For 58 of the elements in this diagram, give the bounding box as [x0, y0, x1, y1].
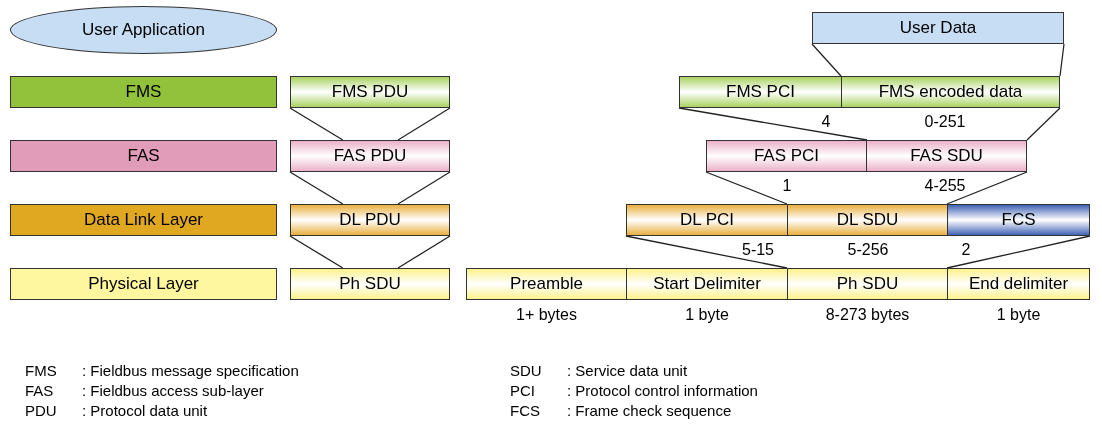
abbreviation-definition: : Frame check sequence — [567, 402, 732, 419]
expansion-line — [1059, 43, 1065, 77]
data-field-box: FCS — [947, 204, 1090, 236]
byte-size-label: 0-251 — [923, 113, 967, 131]
data-field-box: FMS encoded data — [841, 76, 1060, 108]
layer-box: FAS — [10, 140, 277, 172]
data-field-box: FMS PDU — [290, 76, 450, 108]
byte-size-label: 4-255 — [923, 177, 967, 195]
data-field-box: Start Delimiter — [626, 268, 788, 300]
expansion-line — [397, 235, 451, 269]
data-field-box: Ph SDU — [290, 268, 450, 300]
data-field-box: End delimiter — [947, 268, 1090, 300]
byte-count: 1+ bytes — [515, 306, 578, 324]
data-field-box: User Data — [812, 12, 1064, 44]
abbreviation-definition: : Fieldbus access sub-layer — [82, 382, 264, 399]
expansion-line — [811, 43, 842, 77]
data-field-box: Ph SDU — [787, 268, 948, 300]
expansion-line — [678, 107, 868, 141]
abbreviation-definition: : Service data unit — [567, 362, 688, 379]
expansion-line — [397, 171, 451, 205]
byte-count: 1 byte — [684, 306, 730, 324]
layer-box: Data Link Layer — [10, 204, 277, 236]
abbreviation: FCS — [510, 402, 540, 419]
expansion-line — [397, 107, 451, 141]
expansion-line — [946, 235, 1091, 269]
expansion-line — [625, 235, 788, 269]
data-field-box: FAS SDU — [866, 140, 1027, 172]
byte-size-label: 5-15 — [741, 241, 775, 259]
abbreviation-definition: : Protocol control information — [567, 382, 758, 399]
expansion-line — [289, 235, 344, 269]
layer-box: Physical Layer — [10, 268, 277, 300]
byte-size-label: 1 — [781, 177, 793, 195]
data-field-box: DL SDU — [787, 204, 948, 236]
abbreviation: SDU — [510, 362, 542, 379]
data-field-box: DL PCI — [626, 204, 788, 236]
byte-size-label: 2 — [960, 241, 972, 259]
byte-size-label: 4 — [820, 113, 832, 131]
expansion-line — [705, 171, 788, 205]
abbreviation: PCI — [510, 382, 535, 399]
application-ellipse: User Application — [10, 6, 277, 54]
byte-count: 1 byte — [995, 306, 1042, 324]
expansion-line — [946, 171, 1028, 205]
expansion-line — [289, 107, 344, 141]
expansion-line — [1026, 107, 1061, 141]
expansion-line — [289, 171, 344, 205]
abbreviation-definition: : Protocol data unit — [82, 402, 208, 419]
layer-box: FMS — [10, 76, 277, 108]
byte-size-label: 5-256 — [846, 241, 890, 259]
abbreviation-definition: : Fieldbus message specification — [82, 362, 299, 379]
abbreviation: FAS — [25, 382, 54, 399]
data-field-box: FAS PCI — [706, 140, 867, 172]
data-field-box: FAS PDU — [290, 140, 450, 172]
data-field-box: DL PDU — [290, 204, 450, 236]
byte-count: 8-273 bytes — [824, 306, 911, 324]
data-field-box: Preamble — [466, 268, 627, 300]
data-field-box: FMS PCI — [679, 76, 842, 108]
abbreviation: FMS — [25, 362, 57, 379]
abbreviation: PDU — [25, 402, 57, 419]
